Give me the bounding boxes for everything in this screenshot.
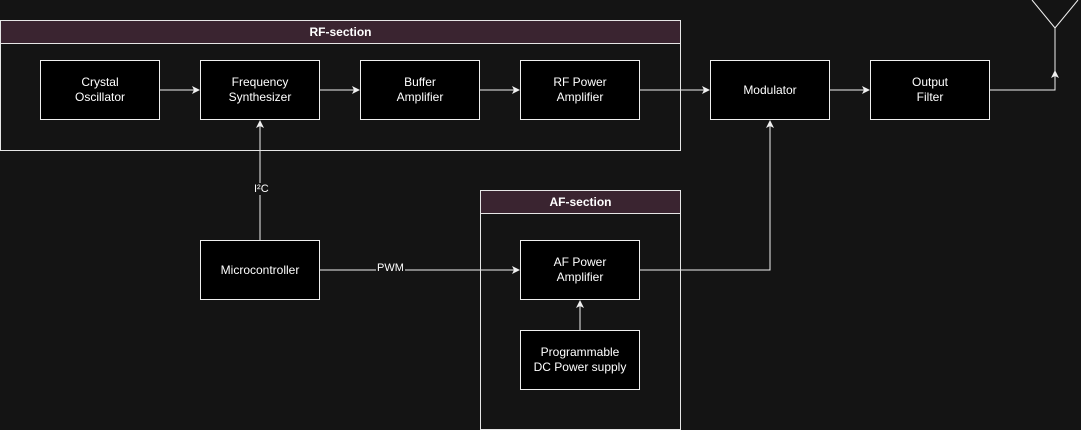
wire-afpa-modulator	[640, 120, 774, 271]
rf-power-amplifier-block[interactable]: RF Power Amplifier	[520, 60, 640, 120]
wire-filter-antenna	[990, 70, 1059, 91]
microcontroller-block[interactable]: Microcontroller	[200, 240, 320, 300]
frequency-synthesizer-block[interactable]: Frequency Synthesizer	[200, 60, 320, 120]
af-power-amplifier-block[interactable]: AF Power Amplifier	[520, 240, 640, 300]
antenna-icon	[1031, 0, 1079, 72]
modulator-block[interactable]: Modulator	[710, 60, 830, 120]
pwm-label: PWM	[376, 262, 405, 274]
crystal-oscillator-block[interactable]: Crystal Oscillator	[40, 60, 160, 120]
buffer-amplifier-block[interactable]: Buffer Amplifier	[360, 60, 480, 120]
i2c-label: I²C	[253, 183, 270, 195]
connection-wires	[160, 0, 1079, 330]
af-section-group: AF-section	[480, 190, 681, 430]
rf-section-group: RF-section	[0, 20, 681, 151]
output-filter-block[interactable]: Output Filter	[870, 60, 990, 120]
programmable-dc-power-supply-block[interactable]: Programmable DC Power supply	[520, 330, 640, 390]
rf-section-title: RF-section	[1, 21, 680, 44]
af-section-title: AF-section	[481, 191, 680, 214]
